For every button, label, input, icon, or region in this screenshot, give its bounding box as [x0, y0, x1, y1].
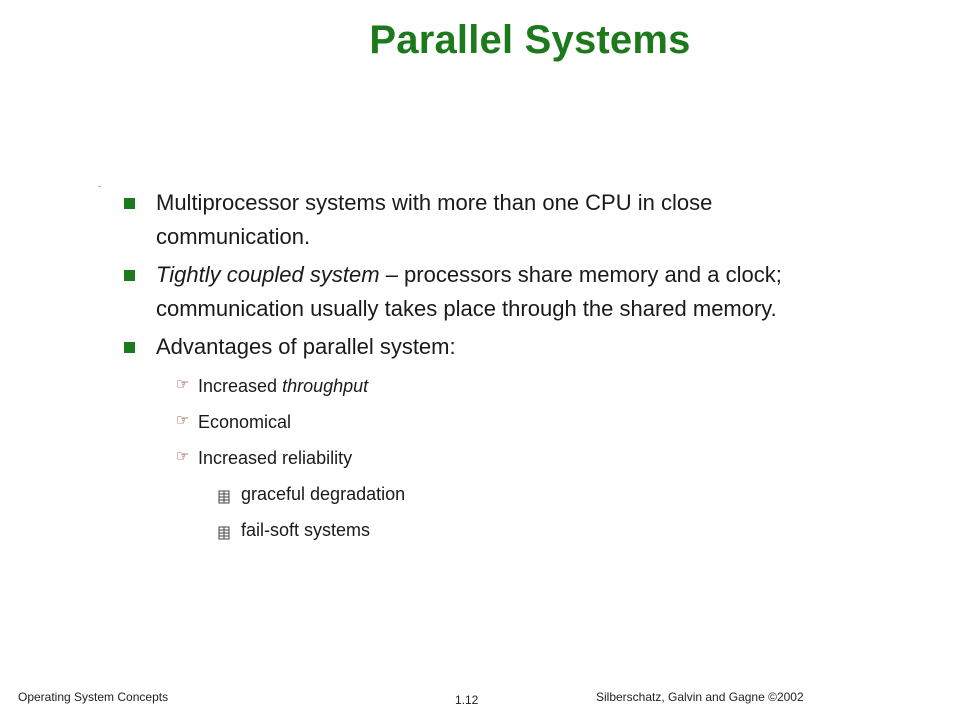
square-bullet-icon — [124, 198, 135, 209]
sub-sub-bullet-2-text: fail-soft systems — [241, 520, 371, 540]
sub-sub-bullet-1-text: graceful degradation — [241, 484, 406, 504]
footer-page-number: 1.12 — [455, 693, 479, 707]
sub-bullet-1: ☞ Increased throughput — [118, 368, 858, 404]
bullet-2: Tightly coupled system – processors shar… — [118, 258, 858, 326]
building-icon — [218, 490, 230, 504]
sub-bullet-3-text: Increased reliability — [198, 448, 353, 468]
pointing-hand-icon: ☞ — [176, 376, 190, 393]
stray-mark — [98, 186, 101, 187]
square-bullet-icon — [124, 342, 135, 353]
sub-bullet-2-text: Economical — [198, 412, 292, 432]
footer-course-title: Operating System Concepts — [18, 690, 169, 704]
square-bullet-icon — [124, 270, 135, 281]
bullet-1-text: Multiprocessor systems with more than on… — [156, 190, 713, 249]
bullet-3-text: Advantages of parallel system: — [156, 334, 456, 359]
sub-bullet-2: ☞ Economical — [118, 404, 858, 440]
bullet-2-text: – processors share memory and a clock; c… — [156, 262, 782, 321]
building-icon — [218, 526, 230, 540]
slide-content: Multiprocessor systems with more than on… — [118, 186, 858, 548]
bullet-2-term: Tightly coupled system — [156, 262, 380, 287]
sub-bullet-1-text: Increased — [198, 376, 283, 396]
slide-title: Parallel Systems — [369, 18, 691, 62]
sub-bullet-3: ☞ Increased reliability — [118, 440, 858, 476]
pointing-hand-icon: ☞ — [176, 412, 190, 429]
bullet-3: Advantages of parallel system: — [118, 330, 858, 364]
footer-copyright: Silberschatz, Galvin and Gagne ©2002 — [596, 690, 804, 704]
sub-sub-bullet-1: graceful degradation — [118, 476, 858, 512]
sub-sub-bullet-2: fail-soft systems — [118, 512, 858, 548]
sub-bullet-1-term: throughput — [282, 376, 369, 396]
bullet-1: Multiprocessor systems with more than on… — [118, 186, 858, 254]
pointing-hand-icon: ☞ — [176, 448, 190, 465]
